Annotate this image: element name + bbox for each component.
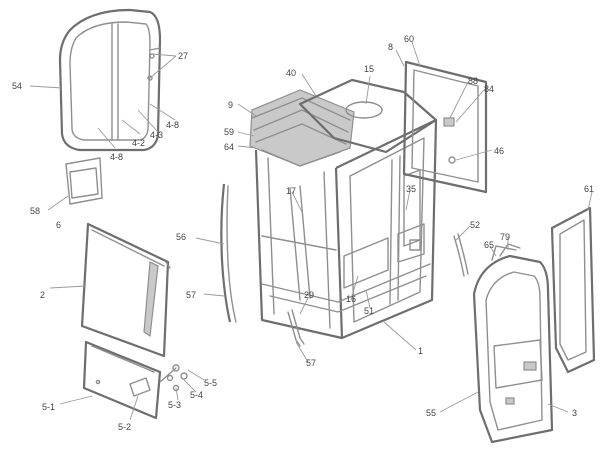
callout-64: 64 [224,142,234,152]
callout-27: 27 [178,51,188,61]
callout-29: 29 [304,290,314,300]
callout-1: 1 [418,346,423,356]
callout-8: 8 [388,42,393,52]
callout-65: 65 [484,240,494,250]
callout-88: 88 [468,76,478,86]
callout-15: 15 [364,64,374,74]
callout-9: 9 [228,100,233,110]
callout-56: 56 [176,232,186,242]
part-5-hardware [159,364,188,392]
callout-5-2: 5-2 [118,422,131,432]
part-9-roof-console [249,89,355,167]
callout-5-4: 5-4 [190,390,203,400]
callout-40: 40 [286,68,296,78]
part-52-pipe [453,233,469,277]
callout-17: 17 [286,186,296,196]
callout-57: 57 [186,290,196,300]
leader-lines [29,41,593,421]
callout-79: 79 [500,232,510,242]
callout-55: 55 [426,408,436,418]
part-2-glass-panel [80,222,171,358]
callout-61: 61 [584,184,594,194]
callout-4-8-b: 4-8 [166,120,179,130]
callout-51: 51 [364,306,374,316]
callout-labels: 54 27 4-8 4-2 4-3 4-8 58 6 2 5-1 5-2 5-3… [12,34,594,432]
callout-35: 35 [406,184,416,194]
callout-54: 54 [12,81,22,91]
part-54-window-frame [58,8,162,152]
callout-5-1: 5-1 [42,402,55,412]
callout-59: 59 [224,127,234,137]
part-60-rear-window [402,60,488,194]
part-61-window [550,206,596,374]
part-58-block [65,157,103,205]
callout-5-3: 5-3 [168,400,181,410]
callout-57-b: 57 [306,358,316,368]
callout-60: 60 [404,34,414,44]
part-56-seal [220,183,237,323]
callout-3: 3 [572,408,577,418]
callout-58: 58 [30,206,40,216]
callout-16: 16 [346,294,356,304]
callout-4-3: 4-3 [150,130,163,140]
part-55-door [472,243,554,444]
callout-4-2: 4-2 [132,138,145,148]
callout-84: 84 [484,84,494,94]
callout-4-8: 4-8 [110,152,123,162]
part-5-1-lower-glass [82,340,162,420]
callout-5-5: 5-5 [204,378,217,388]
callout-46: 46 [494,146,504,156]
callout-52: 52 [470,220,480,230]
part-1-cab-frame [254,78,438,340]
callout-2: 2 [40,290,45,300]
part-57-seal [287,309,305,347]
callout-6: 6 [56,220,61,230]
